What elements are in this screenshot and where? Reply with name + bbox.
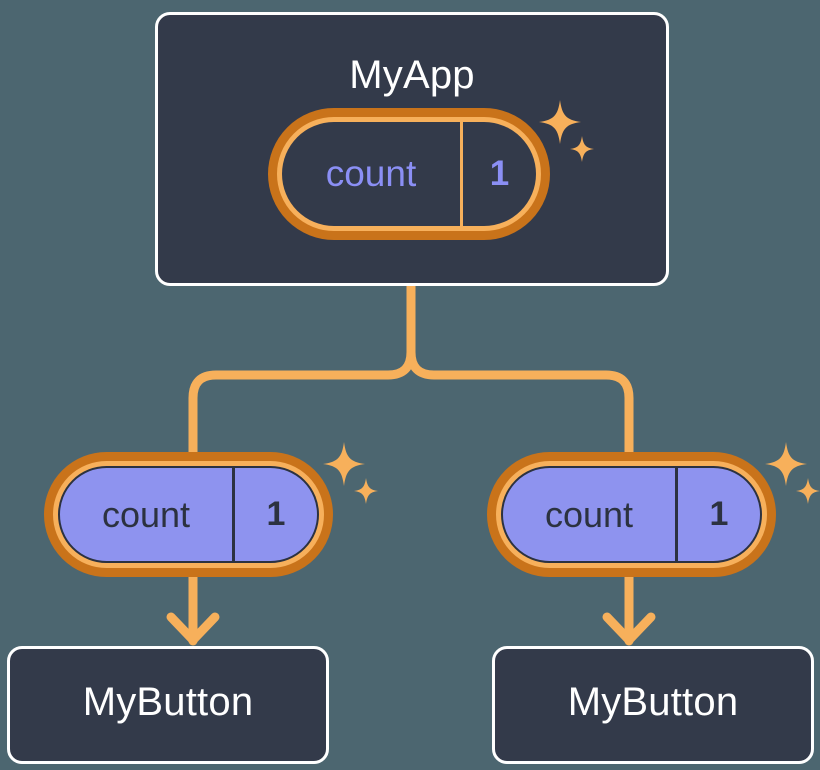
signal-pill-right[interactable]: count 1 xyxy=(487,452,776,577)
signal-pill-myapp[interactable]: count 1 xyxy=(268,108,550,240)
signal-value-myapp: 1 xyxy=(460,122,536,226)
component-label-mybutton-left: MyButton xyxy=(82,680,254,724)
component-label-mybutton-right: MyButton xyxy=(567,680,739,724)
component-box-mybutton-right[interactable]: MyButton xyxy=(492,646,814,764)
signal-pill-inner: count 1 xyxy=(501,466,762,563)
component-box-mybutton-left[interactable]: MyButton xyxy=(7,646,329,764)
arrowhead-right xyxy=(602,612,656,645)
arrowhead-left xyxy=(166,612,220,645)
signal-value-right: 1 xyxy=(675,468,760,561)
signal-name-left: count xyxy=(101,493,191,535)
signal-pill-inner: count 1 xyxy=(58,466,319,563)
signal-pill-left[interactable]: count 1 xyxy=(44,452,333,577)
signal-name-right: count xyxy=(544,493,634,535)
connector-myapp-to-right xyxy=(406,281,634,475)
component-label-myapp: MyApp xyxy=(349,53,475,97)
signal-name-myapp: count xyxy=(325,153,417,194)
signal-pill-inner: count 1 xyxy=(282,122,536,226)
signal-value-left: 1 xyxy=(232,468,317,561)
